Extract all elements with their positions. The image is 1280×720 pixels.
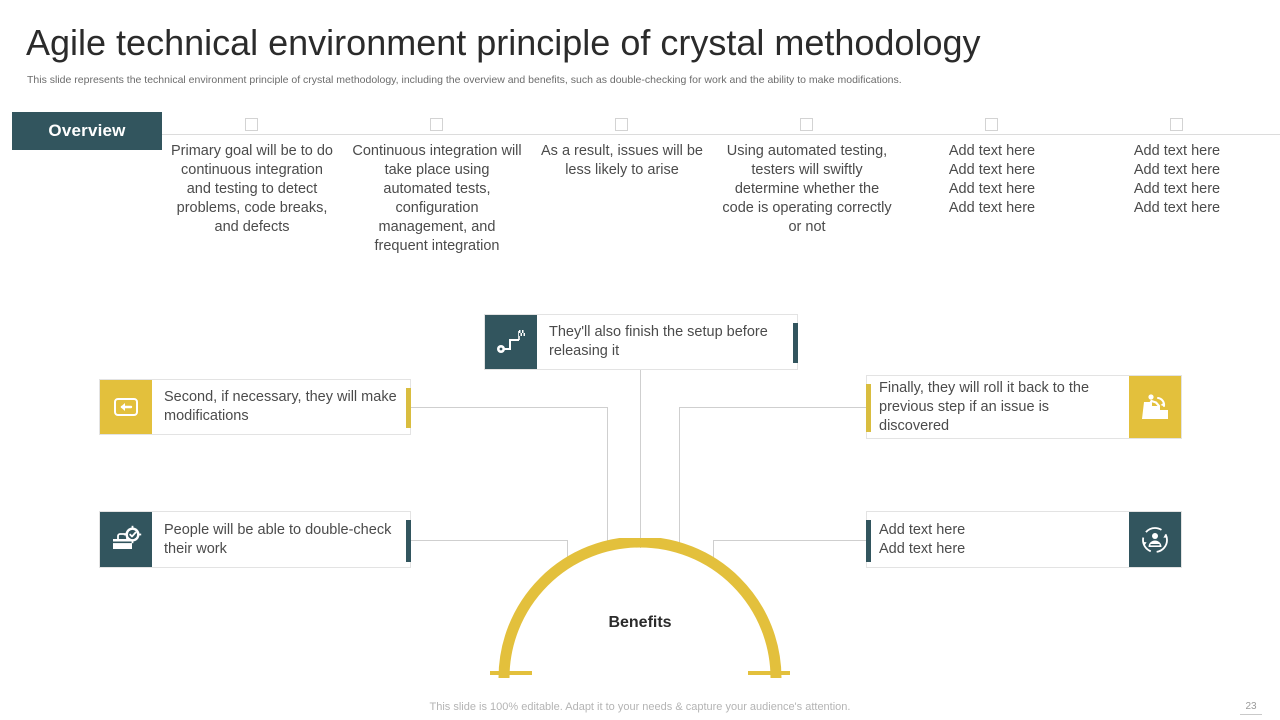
benefits-arc-foot-right xyxy=(748,671,790,675)
page-number: 23 xyxy=(1240,701,1262,715)
card-accent-bar xyxy=(406,388,411,428)
benefit-card-left-upper-text: Second, if necessary, they will make mod… xyxy=(164,389,397,424)
connector-right2-horizontal xyxy=(713,540,866,541)
timeline-item-4-text: Using automated testing, testers will sw… xyxy=(722,143,892,235)
timeline-item-5-text: Add text here Add text here Add text her… xyxy=(948,143,1036,216)
connector-right1-vertical xyxy=(679,407,680,548)
timeline-item-6-text: Add text here Add text here Add text her… xyxy=(1133,143,1221,216)
connector-middle-vertical xyxy=(640,370,641,548)
page-title: Agile technical environment principle of… xyxy=(26,22,981,63)
benefit-card-right-upper-text: Finally, they will roll it back to the p… xyxy=(879,379,1090,434)
timeline-item-2-text: Continuous integration will take place u… xyxy=(352,143,522,254)
connector-right1-horizontal xyxy=(679,407,866,408)
benefits-label: Benefits xyxy=(608,614,672,631)
overview-badge[interactable]: Overview xyxy=(12,112,162,150)
toolbox-gear-check-icon xyxy=(100,512,152,567)
benefit-card-right-lower[interactable]: Add text here Add text here xyxy=(866,511,1182,568)
timeline-item-1-text: Primary goal will be to do continuous in… xyxy=(171,143,333,235)
timeline-tick-icon xyxy=(615,118,628,131)
page-subtitle: This slide represents the technical envi… xyxy=(27,74,902,86)
benefit-card-middle-text: They'll also finish the setup before rel… xyxy=(549,324,768,359)
card-accent-bar xyxy=(793,323,798,363)
benefit-card-left-lower[interactable]: People will be able to double-check thei… xyxy=(99,511,411,568)
benefits-arc-foot-left xyxy=(490,671,532,675)
connector-left1-horizontal xyxy=(411,407,607,408)
overview-badge-label: Overview xyxy=(48,121,126,140)
timeline-axis xyxy=(162,134,1280,135)
arrow-left-box-icon xyxy=(100,380,152,434)
timeline-item-3-text: As a result, issues will be less likely … xyxy=(541,143,703,178)
card-accent-bar xyxy=(406,520,411,562)
connector-left1-vertical xyxy=(607,407,608,548)
benefits-arc xyxy=(490,538,790,678)
card-accent-bar xyxy=(866,384,871,432)
connector-left2-vertical xyxy=(567,540,568,562)
card-accent-bar xyxy=(866,520,871,562)
timeline-tick-icon xyxy=(430,118,443,131)
benefit-card-right-lower-text: Add text here Add text here xyxy=(879,521,966,557)
footer-note: This slide is 100% editable. Adapt it to… xyxy=(429,701,851,713)
connector-right2-vertical xyxy=(713,540,714,562)
route-checkered-flag-icon xyxy=(485,315,537,369)
timeline-tick-icon xyxy=(1170,118,1183,131)
benefit-card-left-upper[interactable]: Second, if necessary, they will make mod… xyxy=(99,379,411,435)
timeline-tick-icon xyxy=(800,118,813,131)
timeline-tick-icon xyxy=(245,118,258,131)
benefit-card-left-lower-text: People will be able to double-check thei… xyxy=(164,521,392,557)
benefit-card-middle[interactable]: They'll also finish the setup before rel… xyxy=(484,314,798,370)
connector-left2-horizontal xyxy=(411,540,567,541)
benefit-card-right-upper[interactable]: Finally, they will roll it back to the p… xyxy=(866,375,1182,439)
timeline-tick-icon xyxy=(985,118,998,131)
person-steps-rollback-icon xyxy=(1129,376,1181,438)
person-cycle-arrows-icon xyxy=(1129,512,1181,567)
